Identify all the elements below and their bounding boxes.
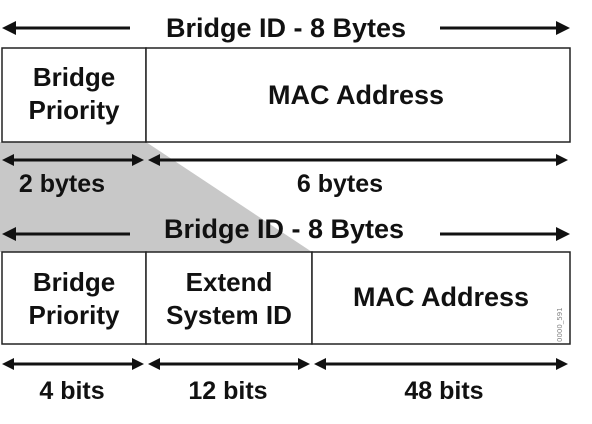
- top-title-arrow: [2, 21, 570, 35]
- bottom-title-arrow: [2, 227, 570, 241]
- top-mac-size: 6 bytes: [297, 170, 383, 198]
- bottom-bridge-priority-line1: Bridge: [33, 267, 115, 297]
- top-bridge-priority-line2: Priority: [28, 95, 120, 125]
- top-priority-size-arrow: [2, 154, 144, 166]
- top-mac-address-label: MAC Address: [268, 80, 444, 110]
- bottom-bridge-priority-line2: Priority: [28, 300, 120, 330]
- top-mac-size-arrow: [148, 154, 568, 166]
- bottom-mac-address-label: MAC Address: [353, 282, 529, 312]
- top-priority-size: 2 bytes: [19, 170, 105, 198]
- bottom-priority-size: 4 bits: [39, 377, 104, 405]
- bottom-mac-size: 48 bits: [404, 377, 483, 405]
- top-title: Bridge ID - 8 Bytes: [166, 13, 406, 43]
- bottom-mac-size-arrow: [314, 358, 568, 370]
- bottom-extend-system-id-box: [145, 251, 313, 345]
- watermark-text: 0000_591: [556, 307, 564, 342]
- bottom-bridge-priority-box: [1, 251, 147, 345]
- bottom-extend-line2: System ID: [166, 300, 292, 330]
- bottom-mac-address-box: [311, 251, 571, 345]
- shaded-expansion-region: [0, 142, 312, 252]
- bottom-extend-line1: Extend: [186, 267, 273, 297]
- bottom-extend-size-arrow: [148, 358, 310, 370]
- top-mac-address-box: [145, 47, 571, 143]
- top-bridge-priority-line1: Bridge: [33, 62, 115, 92]
- bottom-title: Bridge ID - 8 Bytes: [164, 214, 404, 244]
- bottom-priority-size-arrow: [2, 358, 144, 370]
- top-bridge-priority-box: [1, 47, 147, 143]
- bottom-extend-size: 12 bits: [188, 377, 267, 405]
